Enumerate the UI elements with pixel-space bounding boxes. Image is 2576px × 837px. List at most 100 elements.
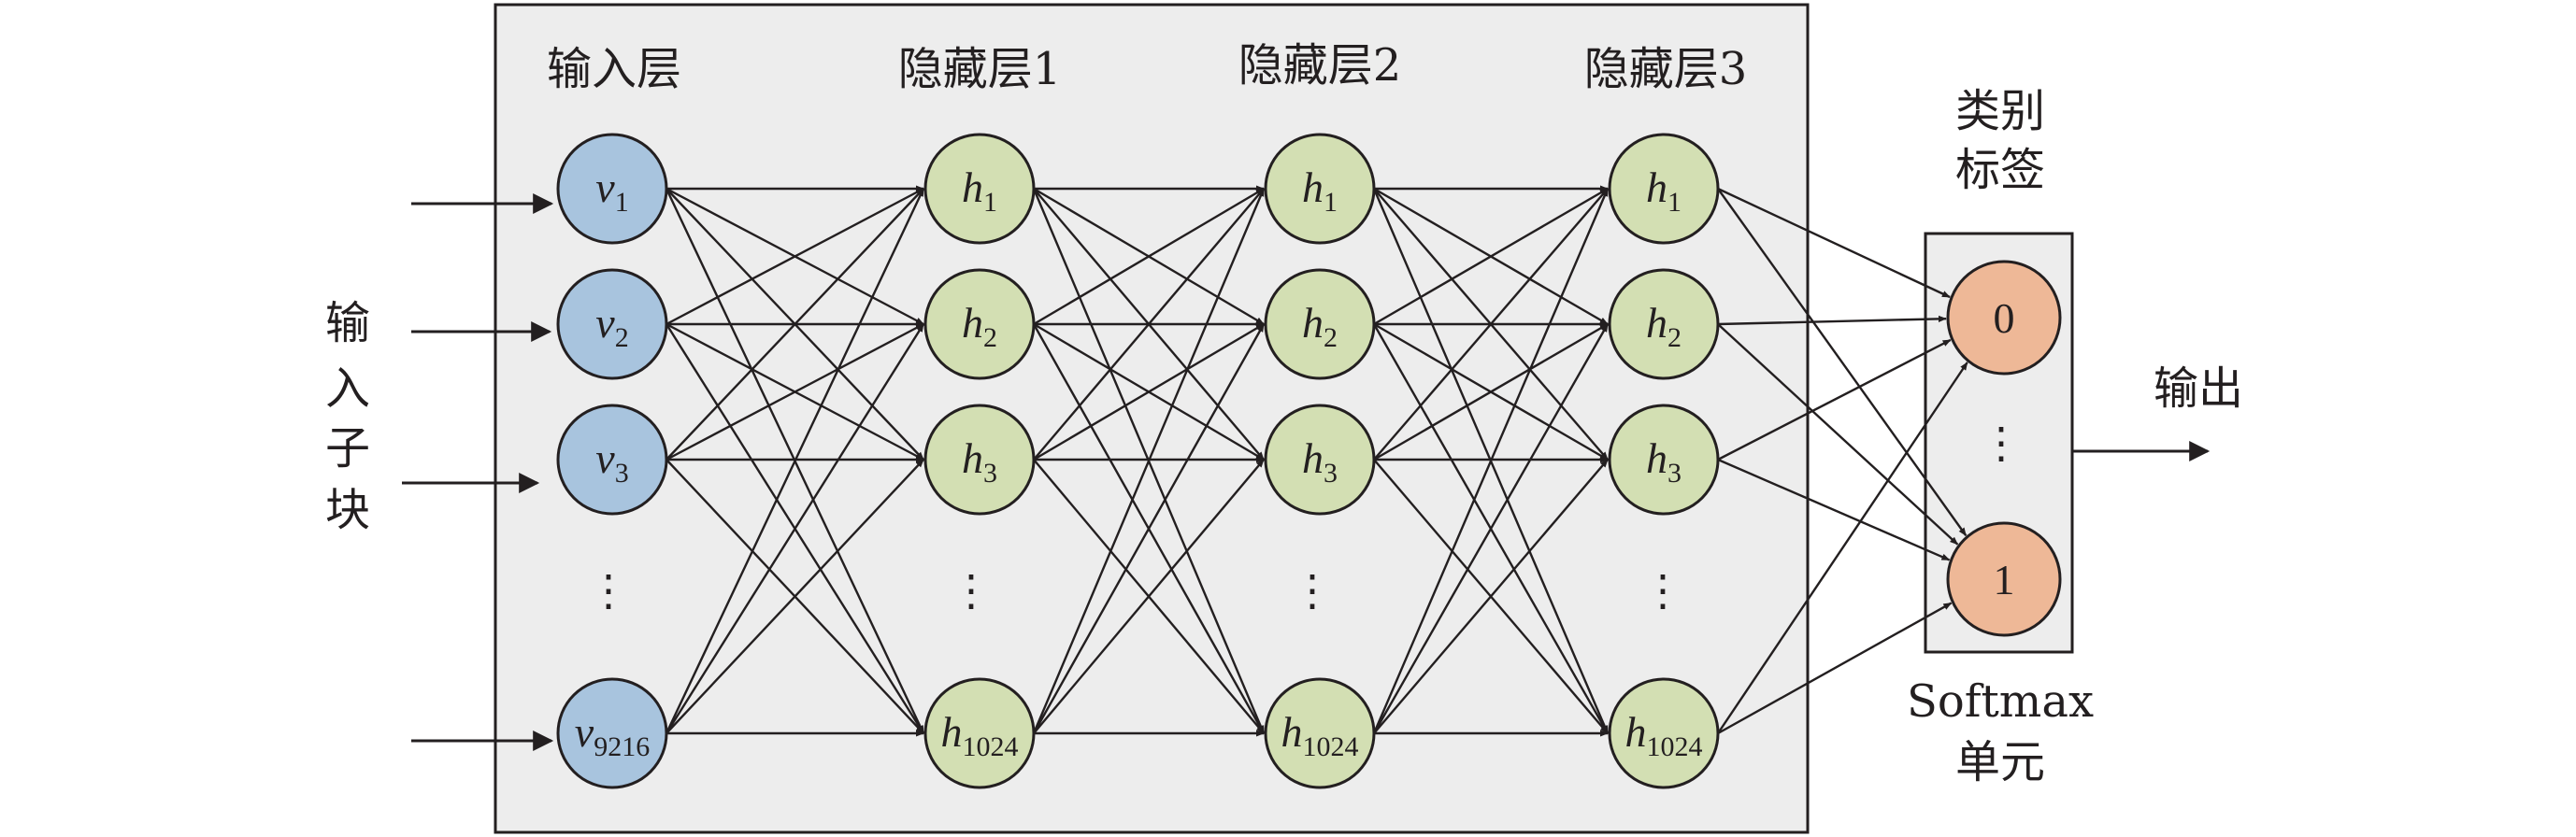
hidden-1-node-2-var: h (962, 299, 983, 347)
class-label-title-line2: 标签 (1955, 144, 2045, 196)
edge-l2-3-0 (1372, 188, 1610, 734)
input-node-4-label: v9216 (575, 708, 650, 762)
hidden-2-node-2-var: h (1302, 299, 1324, 347)
input-node-2-label: v2 (595, 299, 628, 353)
hidden-1-node-4-circle (923, 677, 1036, 789)
hidden-3-node-4-label: h1024 (1625, 708, 1703, 762)
hidden-2-node-3-sub: 3 (1324, 458, 1338, 489)
input-node-3-var: v (595, 434, 615, 482)
hidden-3-node-2-circle (1608, 268, 1720, 380)
hidden-3-node-1-label: h1 (1646, 163, 1682, 218)
hidden-1-node-1-var: h (962, 163, 983, 211)
hidden-2-node-2-circle (1264, 268, 1376, 380)
edge-l0-1-0 (665, 187, 924, 326)
edge-l1-3-2 (1033, 459, 1265, 734)
input-node-2: v2 (556, 268, 668, 380)
edge-out-1-1 (1717, 323, 1959, 546)
hidden-3-node-1-sub: 1 (1667, 187, 1682, 218)
hidden-3-node-1: h1 (1608, 133, 1720, 245)
input-node-4-var: v (575, 708, 594, 756)
edge-l2-2-1 (1373, 322, 1609, 461)
hidden-3-node-3-label: h3 (1646, 434, 1682, 489)
hidden-1-ellipsis: ⋮ (950, 567, 993, 615)
hidden-3-node-4: h1024 (1608, 677, 1720, 789)
output-node-0-circle (1946, 260, 2062, 376)
hidden-2-node-4: h1024 (1264, 677, 1376, 789)
output-node-1: 1 (1946, 521, 2062, 637)
input-node-1-circle (556, 133, 668, 245)
hidden-3-node-2: h2 (1608, 268, 1720, 380)
input-node-2-sub: 2 (615, 322, 629, 353)
hidden-2-node-4-circle (1264, 677, 1376, 789)
input-node-3: v3 (556, 404, 668, 516)
softmax-unit-label-line1: Softmax (1907, 675, 2094, 728)
edge-out-0-1 (1717, 188, 1968, 536)
hidden-2-node-1-sub: 1 (1324, 187, 1338, 218)
edge-out-0-0 (1717, 187, 1951, 299)
output-node-0-label: 0 (1994, 294, 2015, 342)
input-layer-title: 输入层 (547, 43, 681, 95)
edge-l0-3-2 (665, 459, 924, 734)
edge-l0-2-1 (665, 322, 924, 461)
hidden-1-node-4-label: h1024 (941, 708, 1019, 762)
hidden-1-node-3-circle (923, 404, 1036, 516)
input-node-3-sub: 3 (615, 458, 629, 489)
hidden-1-node-3-var: h (962, 434, 983, 482)
input-node-3-circle (556, 404, 668, 516)
hidden-1-node-2: h2 (923, 268, 1036, 380)
hidden-1-node-3-label: h3 (962, 434, 997, 489)
hidden-1-node-1-label: h1 (962, 163, 997, 218)
hidden-3-node-1-circle (1608, 133, 1720, 245)
hidden-1-node-1-sub: 1 (983, 187, 997, 218)
hidden-1-node-3-sub: 3 (983, 458, 997, 489)
class-label-title-line1: 类别 (1955, 85, 2045, 137)
hidden-2-ellipsis: ⋮ (1291, 567, 1334, 615)
hidden-3-node-4-sub: 1024 (1647, 731, 1703, 762)
hidden-1-node-4: h1024 (923, 677, 1036, 789)
output-node-1-label: 1 (1994, 556, 2015, 603)
edge-l1-1-0 (1033, 187, 1265, 326)
hidden-layer-3-title: 隐藏层3 (1584, 43, 1748, 95)
hidden-2-node-3-var: h (1302, 434, 1324, 482)
edge-l1-3-0 (1032, 188, 1266, 734)
hidden-3-node-1-var: h (1646, 163, 1667, 211)
hidden-1-node-2-label: h2 (962, 299, 997, 353)
hidden-1-node-2-circle (923, 268, 1036, 380)
edge-l0-3-0 (665, 188, 925, 734)
hidden-3-node-3: h3 (1608, 404, 1720, 516)
hidden-3-node-4-circle (1608, 677, 1720, 789)
hidden-1-node-3: h3 (923, 404, 1036, 516)
input-node-4-sub: 9216 (594, 731, 650, 762)
node-group: v1v2v3v9216h1h2h3h1024h1h2h3h1024h1h2h3h… (556, 133, 2062, 789)
edge-l2-1-0 (1373, 187, 1609, 326)
hidden-3-node-3-sub: 3 (1667, 458, 1682, 489)
network-box (494, 3, 1810, 834)
hidden-3-ellipsis: ⋮ (1641, 567, 1684, 615)
hidden-2-node-4-label: h1024 (1281, 708, 1359, 762)
edge-l0-3-1 (665, 323, 925, 734)
input-node-4-circle (556, 677, 668, 789)
edge-l2-3-2 (1373, 459, 1609, 734)
output-node-0: 0 (1946, 260, 2062, 376)
softmax-unit-label-line2: 单元 (1955, 736, 2045, 788)
input-node-1-label: v1 (595, 163, 628, 218)
input-ellipsis: ⋮ (587, 567, 630, 615)
hidden-2-node-2-label: h2 (1302, 299, 1338, 353)
hidden-1-node-2-sub: 2 (983, 322, 997, 353)
edge-l2-2-0 (1373, 188, 1609, 461)
hidden-3-node-2-sub: 2 (1667, 322, 1682, 353)
input-node-1-sub: 1 (615, 187, 629, 218)
hidden-2-node-4-var: h (1281, 708, 1303, 756)
edge-l1-2-0 (1033, 188, 1265, 461)
arrow-group (402, 193, 2211, 751)
input-node-4: v9216 (556, 677, 668, 789)
edge-l2-3-1 (1372, 323, 1610, 734)
hidden-2-node-3-label: h3 (1302, 434, 1338, 489)
input-block-label-char-4: 块 (325, 484, 370, 536)
input-node-1-var: v (595, 163, 615, 211)
hidden-1-node-1-circle (923, 133, 1036, 245)
hidden-layer-1-title: 隐藏层1 (898, 43, 1062, 95)
edge-out-2-0 (1717, 338, 1952, 461)
hidden-2-node-1: h1 (1264, 133, 1376, 245)
edge-out-2-1 (1717, 458, 1951, 561)
